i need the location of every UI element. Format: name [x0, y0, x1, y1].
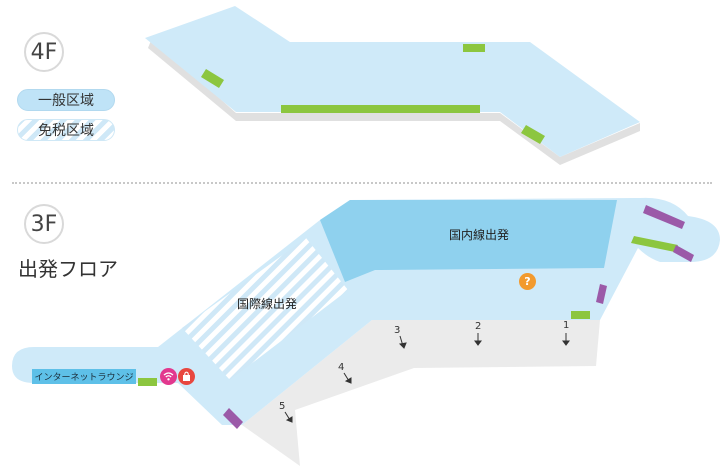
legend-duty-free-label: 免税区域: [38, 123, 94, 139]
internet-lounge-text: インターネットラウンジ: [34, 373, 134, 383]
gate-area: [242, 320, 600, 466]
marker-green-gate1: [571, 311, 590, 319]
gate-1-arrow-icon: [562, 340, 570, 346]
domestic-departures-label: 国内線出発: [449, 228, 510, 242]
shopping-bag-icon[interactable]: [178, 368, 195, 385]
gate-5-label: 5: [279, 401, 286, 412]
legend-duty-free-area: 免税区域: [17, 119, 115, 141]
marker-purple-jetty-bottom: [673, 245, 694, 262]
information-icon-glyph: ?: [524, 275, 531, 288]
marker-purple-right: [596, 284, 607, 304]
international-departures-area[interactable]: [182, 238, 348, 380]
legend-general-area: 一般区域: [17, 89, 115, 111]
marker-purple-jetty-top: [643, 205, 685, 229]
internet-lounge-label[interactable]: インターネットラウンジ: [32, 369, 136, 384]
marker-green-jetty: [631, 236, 678, 252]
gate-4-label: 4: [338, 362, 345, 373]
floor-4f-map: [145, 6, 640, 165]
wifi-icon[interactable]: [160, 368, 177, 385]
shopping-bag-icon-glyph: [183, 371, 190, 381]
gate-3-label: 3: [394, 325, 401, 336]
floor-4f-badge[interactable]: 4F: [24, 32, 64, 72]
gate-4-arrow-icon: [344, 377, 352, 384]
floor-4f-marker-c: [201, 69, 224, 88]
floor-4f-label: 4F: [30, 39, 58, 65]
gate-3-arrow-icon: [398, 342, 407, 349]
gate-2-arrow-icon: [474, 340, 482, 346]
floor-3f-badge[interactable]: 3F: [24, 204, 64, 244]
wifi-icon-glyph: [163, 372, 174, 381]
floor-4f-marker-d: [521, 125, 545, 144]
floor-divider: [12, 182, 712, 184]
gate-2-label: 2: [475, 321, 482, 332]
floor-4f-marker-b: [281, 105, 480, 113]
marker-green-lounge: [138, 378, 157, 386]
gate-1-label: 1: [563, 320, 570, 331]
floor-3f-label: 3F: [30, 211, 58, 237]
floor-3f-map: [12, 197, 720, 466]
gate-5-arrow-icon: [285, 416, 293, 423]
legend-general-label: 一般区域: [38, 93, 94, 109]
marker-purple-left: [223, 408, 243, 429]
floor-3f-name: 出発フロア: [18, 257, 118, 281]
floor-4f-general-area[interactable]: [145, 6, 640, 157]
international-departures-label: 国際線出発: [237, 297, 298, 311]
floor-4f-shadow: [148, 38, 640, 165]
gate-arrows: [284, 333, 570, 423]
floor-4f-marker-a: [463, 44, 485, 52]
domestic-departures-area[interactable]: [320, 200, 617, 282]
information-icon[interactable]: ?: [519, 273, 536, 290]
